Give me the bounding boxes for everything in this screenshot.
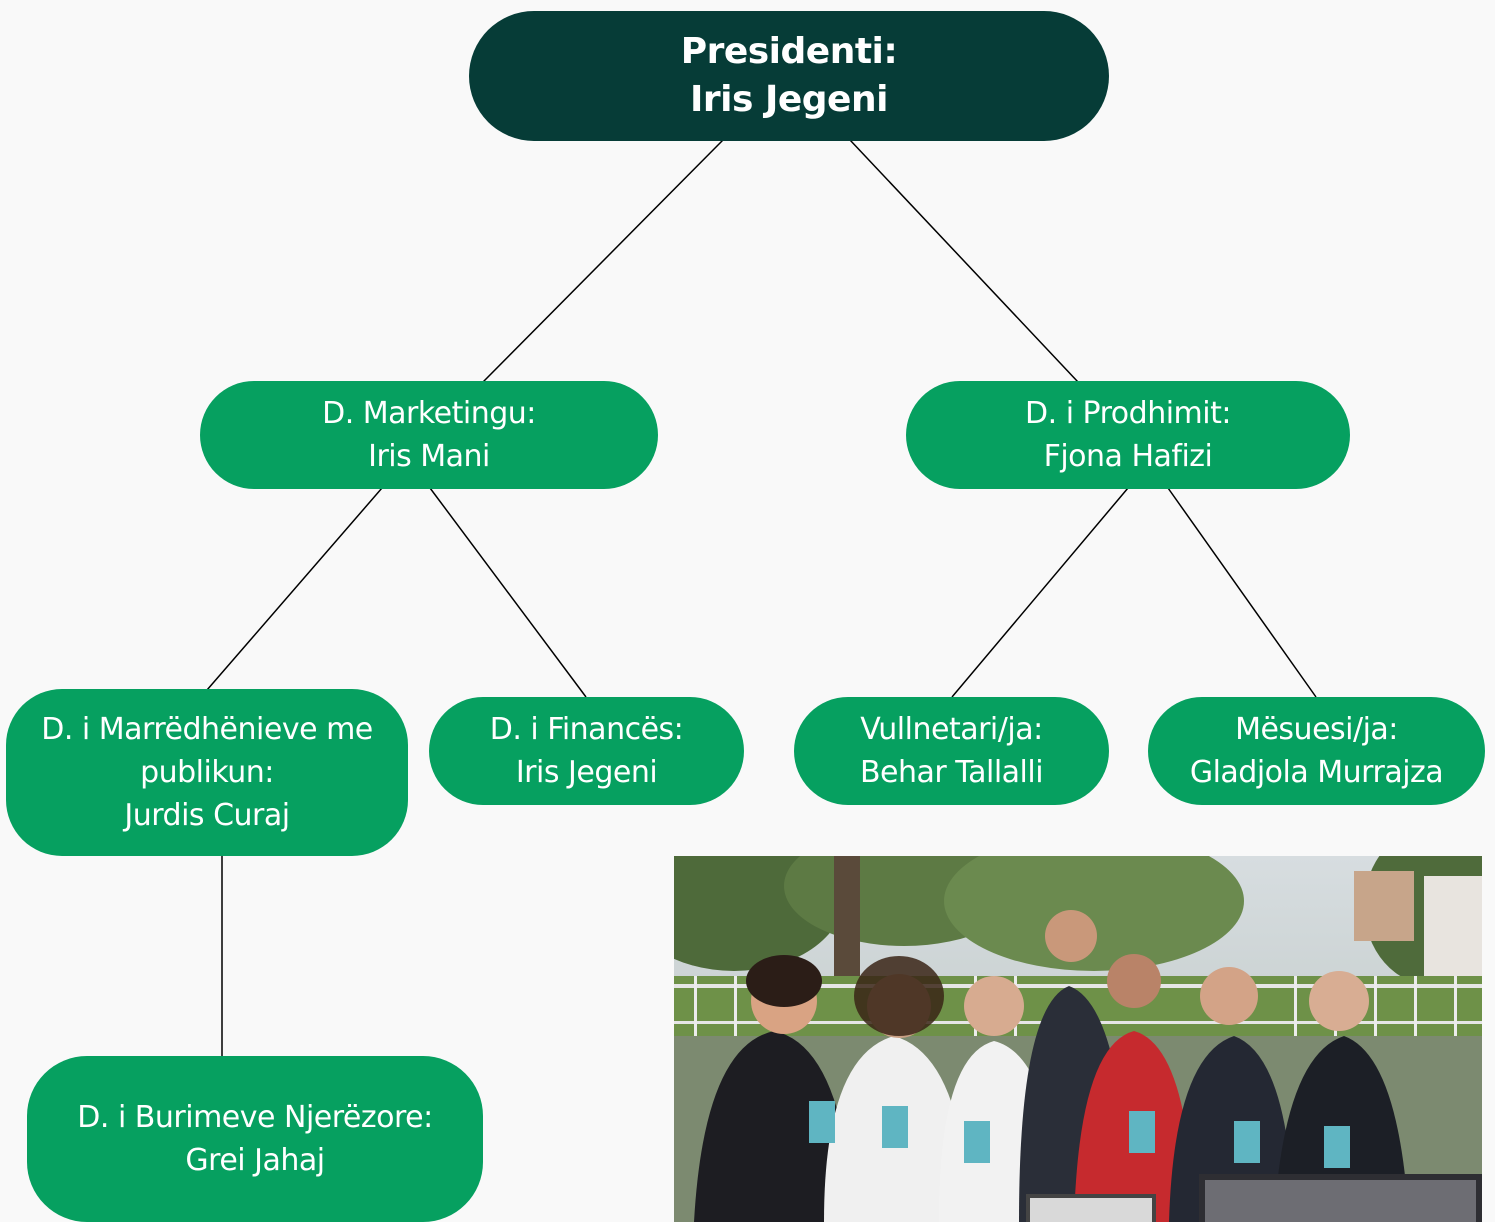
connector-marketing-public-relations [206,487,383,691]
finance-name: Iris Jegeni [515,755,658,790]
president-node: Presidenti: Iris Jegeni [469,11,1109,141]
public-relations-role-line1: D. i Marrëdhënieve me [41,712,373,747]
human-resources-node: D. i Burimeve Njerëzore: Grei Jahaj [27,1056,483,1222]
teacher-node: Mësuesi/ja: Gladjola Murrajza [1148,697,1485,805]
connector-marketing-finance [429,487,587,698]
marketing-name: Iris Mani [368,439,490,474]
teacher-name: Gladjola Murrajza [1189,755,1444,790]
connector-president-production [849,139,1079,383]
public-relations-node: D. i Marrëdhënieve me publikun: Jurdis C… [6,689,408,856]
volunteer-node: Vullnetari/ja: Behar Tallalli [794,697,1109,805]
human-resources-name: Grei Jahaj [185,1143,325,1178]
production-role: D. i Prodhimit: [1025,396,1231,431]
president-name: Iris Jegeni [690,79,888,120]
president-role: Presidenti: [680,31,898,72]
finance-role: D. i Financës: [489,712,684,747]
connector-production-teacher [1167,487,1317,698]
connector-president-marketing [482,139,724,383]
volunteer-name: Behar Tallalli [859,755,1044,790]
volunteer-role: Vullnetari/ja: [860,712,1043,747]
finance-node: D. i Financës: Iris Jegeni [429,697,744,805]
marketing-role: D. Marketingu: [322,396,536,431]
production-name: Fjona Hafizi [1043,439,1213,474]
public-relations-name: Jurdis Curaj [124,798,290,833]
public-relations-role-line2: publikun: [140,755,274,790]
team-photo [674,856,1482,1222]
teacher-role: Mësuesi/ja: [1235,712,1398,747]
marketing-node: D. Marketingu: Iris Mani [200,381,658,489]
production-node: D. i Prodhimit: Fjona Hafizi [906,381,1350,489]
connector-production-volunteer [951,487,1129,698]
human-resources-role: D. i Burimeve Njerëzore: [77,1100,433,1135]
